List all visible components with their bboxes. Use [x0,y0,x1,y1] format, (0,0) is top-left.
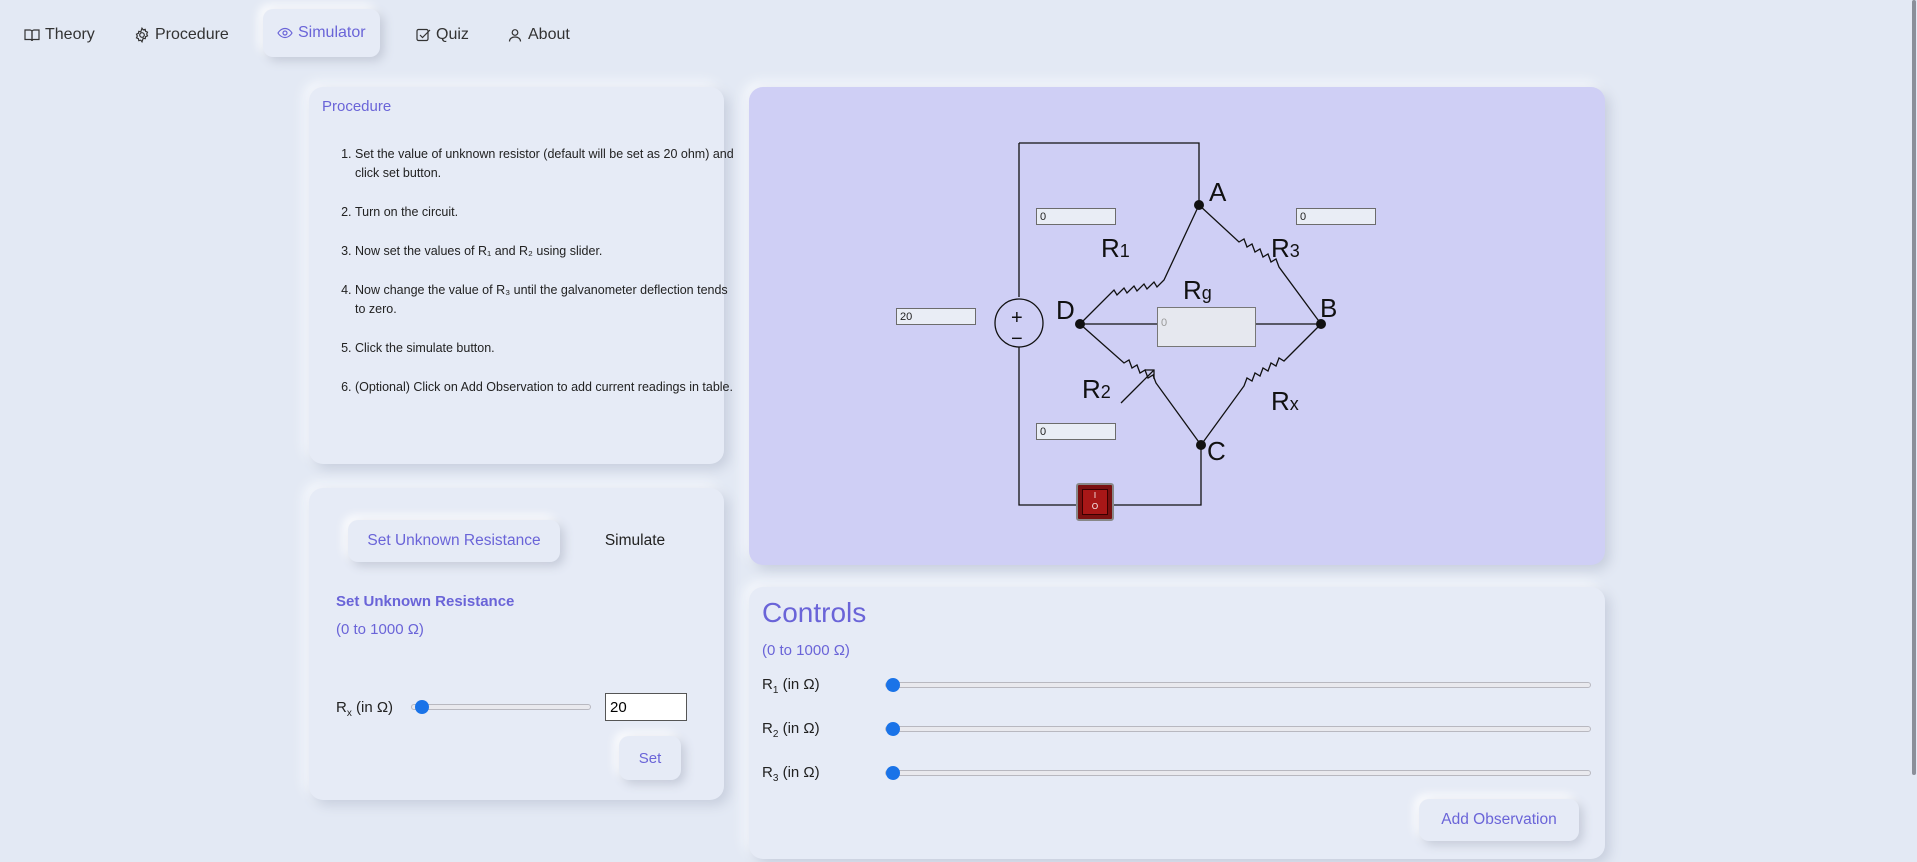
voltage-source [994,298,1044,348]
r2-slider-thumb[interactable] [886,722,900,736]
r1-control-label: R1 (in Ω) [762,676,820,696]
rx-label-unit: (in Ω) [351,699,394,716]
switch-off-mark: O [1091,502,1099,511]
r3-slider-thumb[interactable] [886,766,900,780]
r2-variable-arrow [1120,369,1155,404]
book-icon [24,29,40,42]
page-scrollbar-thumb[interactable] [1912,0,1916,775]
checkbox-icon [416,28,431,42]
tab-set-unknown-resistance[interactable]: Set Unknown Resistance [348,520,560,562]
rx-value-input[interactable] [605,693,687,721]
r2-label: R2 [1082,374,1111,404]
procedure-step-4: Now change the value of R₃ until the gal… [355,281,735,319]
procedure-steps: Set the value of unknown resistor (defau… [329,145,735,417]
galvanometer-display: 0 [1157,307,1256,347]
switch-on-mark: I [1093,491,1097,500]
node-b-label: B [1320,293,1337,323]
nav-about[interactable]: About [507,18,570,52]
source-value-field[interactable] [896,308,976,325]
nav-theory[interactable]: Theory [24,18,95,52]
rx-label-sub: x [346,708,352,719]
r2-variable-arrowhead [1145,369,1155,379]
r1-slider[interactable] [885,678,1591,692]
source-plus-label: + [1011,307,1023,329]
r1-slider-thumb[interactable] [886,678,900,692]
unknown-section-title: Set Unknown Resistance [336,593,515,610]
procedure-step-6: (Optional) Click on Add Observation to a… [355,378,735,397]
user-icon [508,29,522,42]
gear-icon [135,27,149,43]
rx-label-diagram: Rx [1271,386,1299,416]
r3-control-label: R3 (in Ω) [762,764,820,784]
r3-resistor [1198,204,1322,325]
nav-simulator[interactable]: Simulator [263,9,380,57]
page-scrollbar[interactable] [1911,0,1917,862]
r2-slider[interactable] [885,722,1591,736]
node-a-label: A [1209,177,1227,207]
node-d-label: D [1056,295,1075,325]
r2-value-field[interactable] [1036,423,1116,440]
rx-slider-thumb[interactable] [415,700,430,714]
eye-icon [277,27,293,39]
tab-simulate[interactable]: Simulate [604,532,666,549]
nav-simulator-label: Simulator [298,24,366,41]
controls-range: (0 to 1000 Ω) [762,642,850,659]
top-nav: Theory Procedure Simulator Quiz About [0,0,1917,70]
r1-resistor [1079,204,1200,325]
r3-value-field[interactable] [1296,208,1376,225]
procedure-step-3: Now set the values of R₁ and R₂ using sl… [355,242,735,261]
r3-label: R3 [1271,233,1300,263]
nav-about-label: About [528,26,570,43]
rx-resistor [1200,323,1322,446]
r1-value-field[interactable] [1036,208,1116,225]
unknown-resistance-card: Set Unknown Resistance Simulate Set Unkn… [309,488,724,800]
node-c-label: C [1207,436,1226,466]
rx-label-main: R [336,699,347,716]
node-a-dot [1194,200,1204,210]
controls-title: Controls [762,597,867,628]
nav-quiz[interactable]: Quiz [415,18,469,52]
procedure-step-2: Turn on the circuit. [355,203,735,222]
set-button[interactable]: Set [619,736,681,780]
nav-quiz-label: Quiz [436,26,469,43]
node-c-dot [1196,440,1206,450]
rx-label: Rx (in Ω) [336,699,393,719]
procedure-card: Procedure Set the value of unknown resis… [309,87,734,464]
node-b-dot [1316,319,1326,329]
wire-top [1019,142,1200,205]
nav-procedure-label: Procedure [155,26,229,43]
rx-slider[interactable] [411,700,591,714]
node-d-dot [1075,319,1085,329]
nav-theory-label: Theory [45,26,95,43]
add-observation-button[interactable]: Add Observation [1419,799,1579,841]
r2-control-label: R2 (in Ω) [762,720,820,740]
circuit-panel: A B C D R1 R3 R2 Rx Rg + − 0 IO [749,87,1605,565]
controls-card: Controls (0 to 1000 Ω) R1 (in Ω) R2 (in … [749,587,1605,859]
wire-left-bottom [1018,347,1076,506]
nav-procedure[interactable]: Procedure [134,18,229,52]
unknown-range: (0 to 1000 Ω) [336,621,424,638]
source-minus-label: − [1011,328,1023,350]
wire-bottom [1114,445,1202,506]
wheatstone-bridge-diagram: A B C D R1 R3 R2 Rx Rg + − [994,142,1337,506]
r3-slider[interactable] [885,766,1591,780]
procedure-step-1: Set the value of unknown resistor (defau… [355,145,735,183]
r1-label: R1 [1101,233,1130,263]
procedure-title: Procedure [322,98,392,115]
procedure-step-5: Click the simulate button. [355,339,735,358]
rg-label: Rg [1183,275,1212,305]
